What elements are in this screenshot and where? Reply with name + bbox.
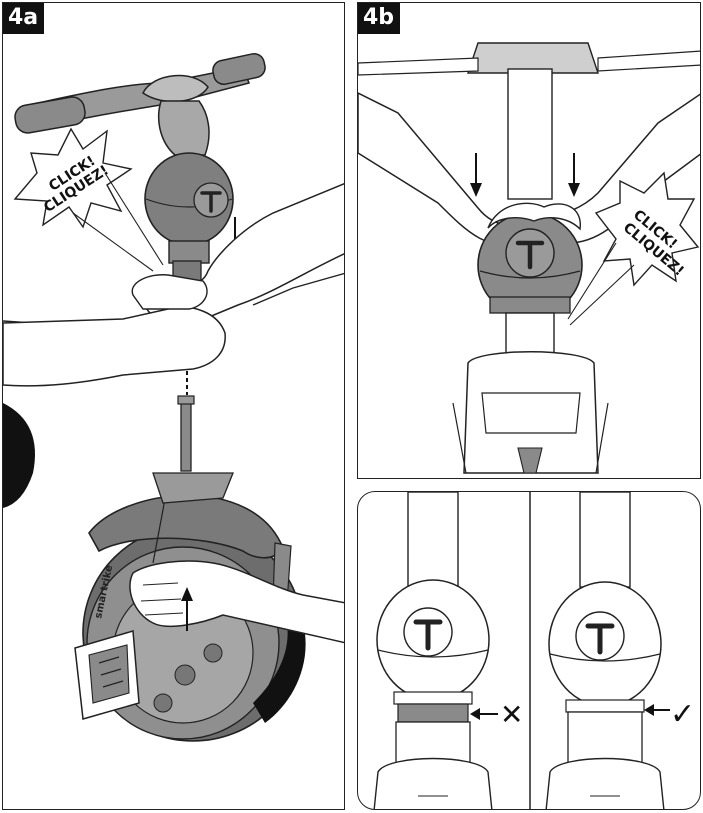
hands-pressing: [487, 202, 581, 231]
hand-lower: [129, 560, 344, 644]
handlebar-hub-top: [358, 42, 700, 200]
step-label-4b: 4b: [358, 3, 401, 34]
check-mark: ✓: [670, 697, 695, 732]
handlebar-assembly: [14, 52, 266, 156]
incorrect-indicator: ✕: [470, 698, 523, 731]
step-label-4a: 4a: [3, 3, 45, 34]
t-joint-ball: [144, 152, 234, 264]
step-4b-illustration: CLICK! CLIQUEZ!: [358, 42, 700, 474]
correct-indicator: ✓: [644, 697, 695, 732]
tyre-edge: [3, 403, 35, 508]
down-arrows-4b: [470, 153, 580, 197]
up-arrow-4a: [181, 587, 193, 631]
visible-gap-band: [397, 703, 469, 723]
step-4b-panel: 4b: [357, 2, 701, 479]
t-joint-ball-4b: [477, 212, 583, 318]
click-burst-4a: CLICK! CLIQUEZ!: [13, 127, 164, 272]
step-4a-illustration: CLICK! CLIQUEZ!: [3, 52, 344, 742]
comparison-panel: ✕ ✓: [357, 491, 701, 810]
steering-pin: [180, 398, 192, 472]
incorrect-assembly: [373, 492, 493, 809]
hand-left: [3, 306, 226, 387]
step-4a-panel: 4a CLICK! CLIQUEZ!: [2, 2, 345, 810]
front-fender: [88, 494, 284, 559]
cross-mark: ✕: [500, 698, 523, 731]
click-burst-4b: CLICK! CLIQUEZ!: [567, 171, 700, 326]
comparison-illustration: ✕ ✓: [373, 492, 695, 809]
body-below: [452, 351, 609, 474]
correct-assembly: [545, 492, 665, 809]
